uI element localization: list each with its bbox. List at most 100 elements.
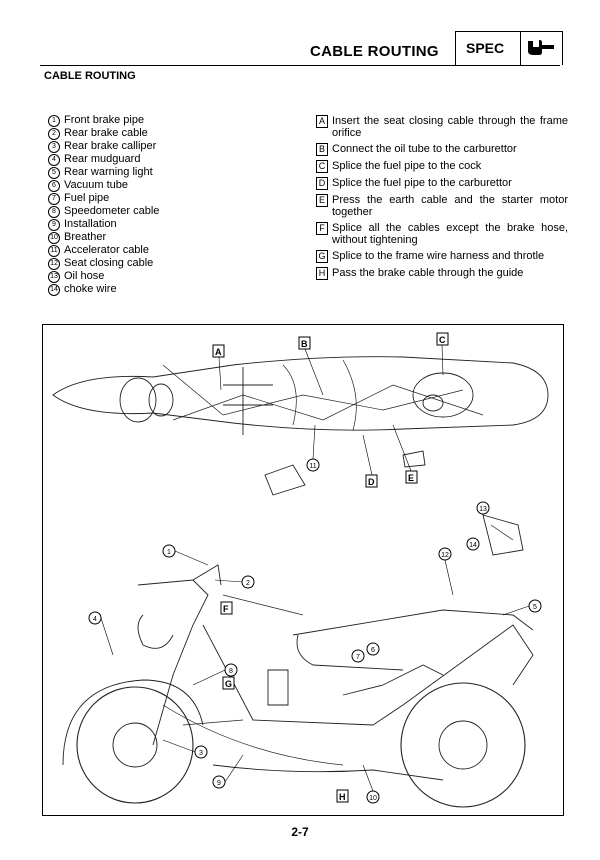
part-label: Seat closing cable <box>64 257 154 269</box>
part-label: Fuel pipe <box>64 192 110 204</box>
callout-13: 13 <box>479 506 487 513</box>
instruction-notes: A Insert the seat closing cable through t… <box>316 115 568 284</box>
callout-box <box>222 676 235 690</box>
note-item: A Insert the seat closing cable through t… <box>316 115 568 139</box>
callout-circle <box>466 537 480 551</box>
part-label: Front brake pipe <box>64 114 145 126</box>
part-number: 7 <box>48 192 60 205</box>
cable-routing-diagram: A B C D E F G H 1 2 3 4 5 <box>42 324 564 816</box>
part-number: 2 <box>48 127 60 140</box>
list-item: 13 Oil hose <box>48 270 278 283</box>
part-number: 13 <box>48 270 60 283</box>
callout-6: 6 <box>371 647 375 654</box>
part-number: 1 <box>48 114 60 127</box>
section-title: CABLE ROUTING <box>44 70 136 82</box>
leader-lines <box>100 344 530 792</box>
note-text: Splice to the frame wire harness and thr… <box>332 250 545 262</box>
part-number: 11 <box>48 244 60 257</box>
callout-circle <box>351 649 365 663</box>
callout-14: 14 <box>469 542 477 549</box>
page-header-title: CABLE ROUTING <box>310 43 439 60</box>
callout-9: 9 <box>217 780 221 787</box>
part-label: Installation <box>64 218 117 230</box>
part-number: 12 <box>48 257 60 270</box>
note-letter: C <box>316 160 328 173</box>
part-label: Accelerator cable <box>64 244 149 256</box>
part-number: 9 <box>48 218 60 231</box>
callout-box <box>436 332 449 346</box>
callout-3: 3 <box>199 750 203 757</box>
header-rule <box>40 65 560 66</box>
callout-4: 4 <box>93 616 97 623</box>
note-letter: F <box>316 222 328 235</box>
part-label: Rear mudguard <box>64 153 141 165</box>
part-label: Rear warning light <box>64 166 153 178</box>
note-text: Connect the oil tube to the carburettor <box>332 143 517 155</box>
list-item: 6 Vacuum tube <box>48 179 278 192</box>
part-label: Rear brake calliper <box>64 140 157 152</box>
callout-box <box>220 601 233 615</box>
callout-f: F <box>223 604 229 614</box>
list-item: 9 Installation <box>48 218 278 231</box>
scooter-illustration: A B C D E F G H 1 2 3 4 5 <box>52 332 549 808</box>
note-text: Pass the brake cable through the guide <box>332 267 524 279</box>
note-text: Insert the seat closing cable through th… <box>332 115 568 139</box>
callout-7: 7 <box>356 654 360 661</box>
part-label: Rear brake cable <box>64 127 148 139</box>
callout-1: 1 <box>167 549 171 556</box>
callout-c: C <box>439 335 446 345</box>
part-label: Speedometer cable <box>64 205 160 217</box>
callout-2: 2 <box>246 580 250 587</box>
letter-callouts: A B C D E F G H <box>212 332 449 803</box>
callout-e: E <box>408 473 414 483</box>
callout-8: 8 <box>229 668 233 675</box>
note-text: Splice the fuel pipe to the cock <box>332 160 482 172</box>
callout-b: B <box>301 339 308 349</box>
part-number: 3 <box>48 140 60 153</box>
callout-h: H <box>339 792 346 802</box>
list-item: 7 Fuel pipe <box>48 192 278 205</box>
list-item: 5 Rear warning light <box>48 166 278 179</box>
callout-5: 5 <box>533 604 537 611</box>
list-item: 14 choke wire <box>48 283 278 296</box>
part-number: 10 <box>48 231 60 244</box>
part-label: Vacuum tube <box>64 179 129 191</box>
part-label: Oil hose <box>64 270 105 282</box>
callout-circle <box>366 642 380 656</box>
callout-a: A <box>215 347 222 357</box>
callout-d: D <box>368 477 375 487</box>
note-letter: A <box>316 115 328 128</box>
callout-box <box>336 789 349 803</box>
list-item: 10 Breather <box>48 231 278 244</box>
note-letter: E <box>316 194 328 207</box>
part-label: choke wire <box>64 283 117 295</box>
part-number: 6 <box>48 179 60 192</box>
number-callouts: 1 2 3 4 5 6 7 8 9 10 11 12 13 1 <box>88 458 542 804</box>
spec-divider <box>520 32 521 65</box>
callout-10: 10 <box>369 795 377 802</box>
callout-box <box>298 336 311 350</box>
top-view-frame <box>52 356 549 556</box>
list-item: 12 Seat closing cable <box>48 257 278 270</box>
part-number: 5 <box>48 166 60 179</box>
callout-circle <box>476 501 490 515</box>
part-label: Breather <box>64 231 107 243</box>
side-view-frame <box>62 564 534 808</box>
callout-box <box>405 470 418 484</box>
list-item: 1 Front brake pipe <box>48 114 278 127</box>
list-item: 3 Rear brake calliper <box>48 140 278 153</box>
part-number: 14 <box>48 283 60 296</box>
callout-12: 12 <box>441 552 449 559</box>
note-item: C Splice the fuel pipe to the cock <box>316 160 568 173</box>
spec-badge: SPEC <box>455 31 563 65</box>
callout-box <box>365 474 378 488</box>
